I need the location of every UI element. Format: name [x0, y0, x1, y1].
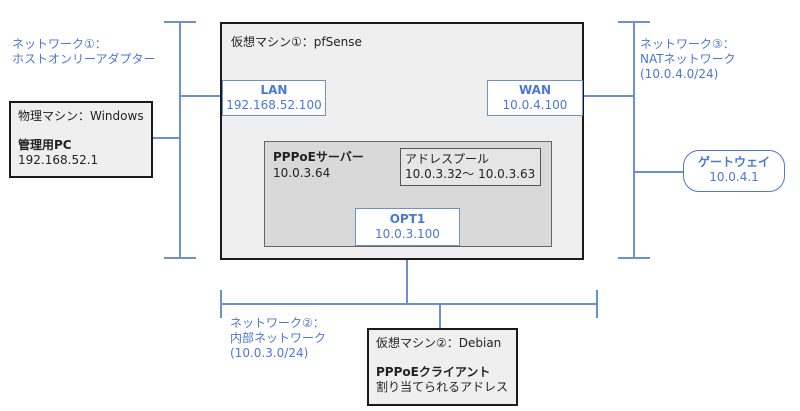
network2-subtitle: 内部ネットワーク: [230, 331, 327, 345]
debian-machine: 仮想マシン②：Debian PPPoEクライアント 割り当てられるアドレス: [367, 328, 518, 406]
network2-label: ネットワーク②： 内部ネットワーク (10.0.3.0/24): [230, 316, 326, 361]
network3-title: ネットワーク③：: [640, 37, 735, 51]
opt1-port: OPT1 10.0.3.100: [355, 208, 460, 246]
lan-label: LAN: [260, 83, 288, 97]
address-pool-range: 10.0.3.32～ 10.0.3.63: [405, 167, 536, 181]
debian-title: 仮想マシン②：Debian: [376, 336, 502, 350]
network1-subtitle: ホストオンリーアダプター: [12, 52, 156, 66]
pc-ip: 192.168.52.1: [18, 153, 99, 167]
wan-port: WAN 10.0.4.100: [487, 80, 583, 116]
pfsense-title: 仮想マシン①：pfSense: [231, 35, 362, 49]
pc-name: 管理用PC: [18, 138, 72, 152]
pppoe-client-label: PPPoEクライアント: [376, 365, 491, 379]
lan-port: LAN 192.168.52.100: [222, 80, 326, 116]
network2-cidr: (10.0.3.0/24): [230, 346, 309, 360]
gateway: ゲートウェイ 10.0.4.1: [683, 150, 785, 192]
physical-machine-title: 物理マシン：Windows: [18, 109, 144, 123]
gateway-label: ゲートウェイ: [697, 155, 770, 169]
assigned-address-label: 割り当てられるアドレス: [376, 380, 509, 394]
network3-cidr: (10.0.4.0/24): [640, 67, 719, 81]
wan-label: WAN: [518, 83, 552, 97]
opt1-ip: 10.0.3.100: [375, 227, 440, 241]
gateway-ip: 10.0.4.1: [709, 170, 759, 184]
network2-title: ネットワーク②：: [230, 316, 325, 330]
address-pool-label: アドレスプール: [405, 152, 490, 166]
network1-label: ネットワーク①： ホストオンリーアダプター: [12, 37, 156, 67]
opt1-label: OPT1: [389, 212, 426, 226]
network3-label: ネットワーク③： NATネットワーク (10.0.4.0/24): [640, 37, 736, 82]
lan-ip: 192.168.52.100: [226, 98, 322, 112]
network3-subtitle: NATネットワーク: [640, 52, 736, 66]
network1-title: ネットワーク①：: [12, 37, 107, 51]
wan-ip: 10.0.4.100: [502, 98, 568, 112]
address-pool: アドレスプール 10.0.3.32～ 10.0.3.63: [400, 148, 541, 186]
physical-machine: 物理マシン：Windows 管理用PC 192.168.52.1: [9, 101, 153, 178]
pppoe-server-label: PPPoEサーバー: [273, 150, 364, 164]
pppoe-server-ip: 10.0.3.64: [273, 166, 331, 180]
